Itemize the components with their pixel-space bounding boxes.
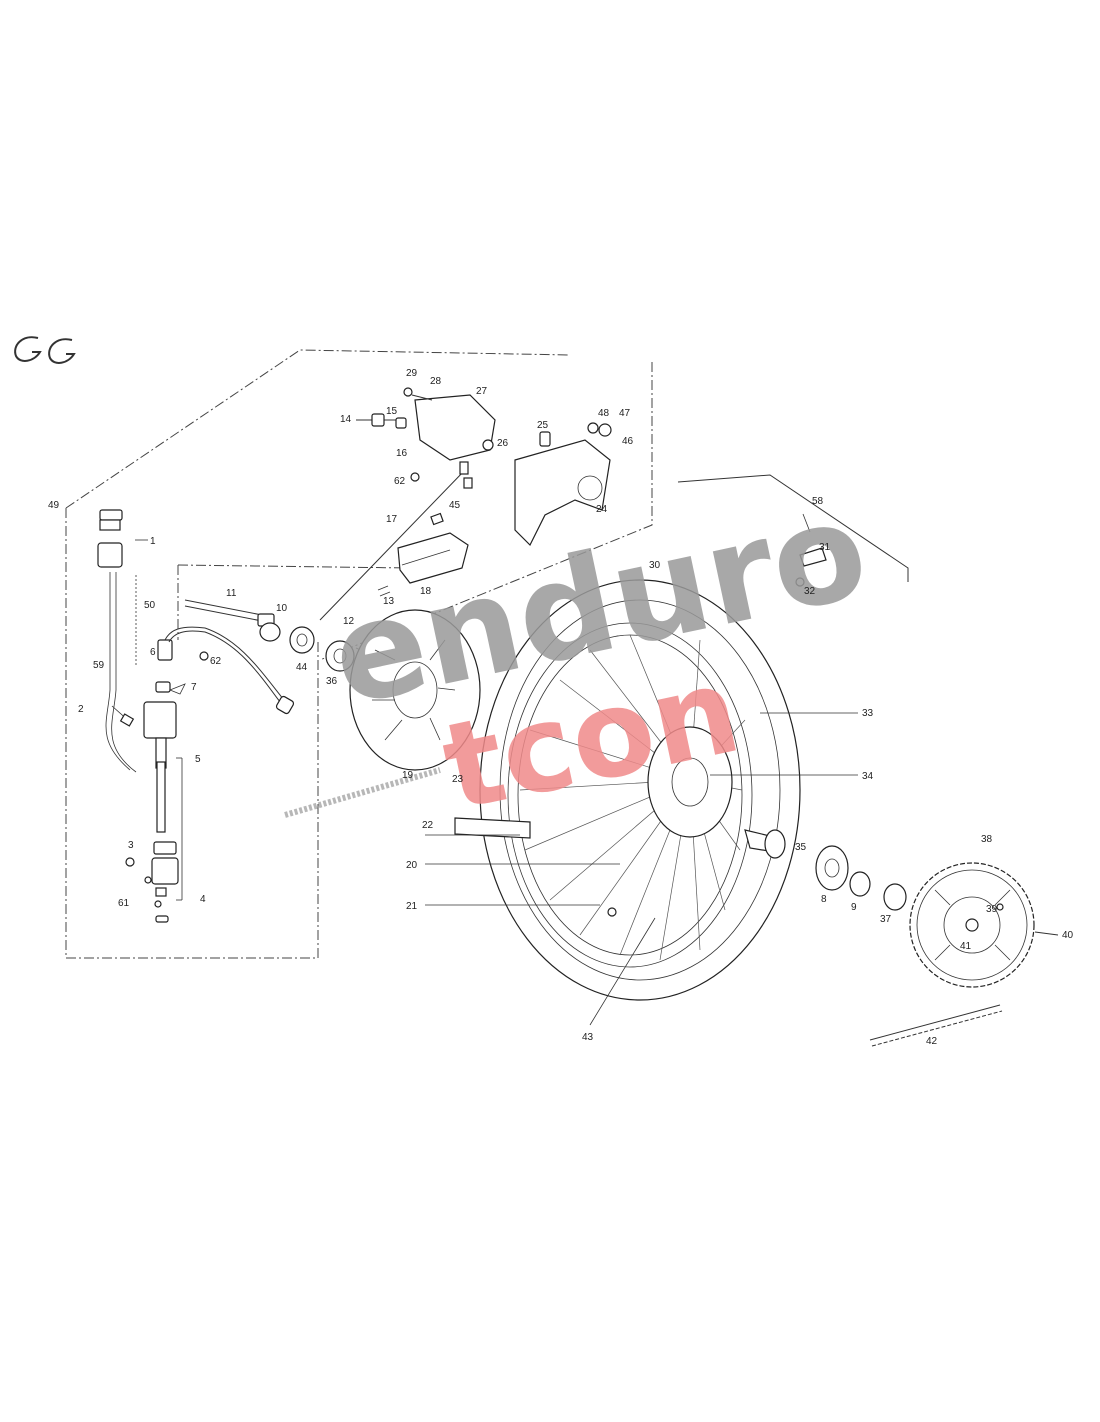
callout-45: 45 bbox=[449, 500, 461, 511]
rear-sprocket bbox=[909, 862, 1059, 988]
callout-37: 37 bbox=[880, 914, 892, 925]
callout-23: 23 bbox=[452, 774, 464, 785]
callout-27: 27 bbox=[476, 386, 488, 397]
callout-48: 48 bbox=[598, 408, 610, 419]
callout-36: 36 bbox=[326, 676, 338, 687]
brake-disc bbox=[349, 609, 481, 771]
reservoir-cap bbox=[99, 509, 123, 521]
callout-1: 1 bbox=[150, 536, 156, 547]
rim bbox=[507, 622, 753, 968]
rim-band bbox=[454, 817, 531, 839]
callout-28: 28 bbox=[430, 376, 442, 387]
callout-31: 31 bbox=[819, 542, 831, 553]
callout-46: 46 bbox=[622, 436, 634, 447]
callout-13: 13 bbox=[383, 596, 395, 607]
callout-labels: 49 1 50 59 6 7 62 2 5 3 4 61 11 10 44 36… bbox=[48, 368, 1074, 1047]
bearing bbox=[815, 845, 849, 891]
callout-7: 7 bbox=[191, 682, 197, 693]
tyre bbox=[479, 579, 801, 1001]
callout-29: 29 bbox=[406, 368, 418, 379]
caliper-body bbox=[414, 394, 496, 461]
callout-3: 3 bbox=[128, 840, 134, 851]
drive-chain bbox=[869, 1004, 1003, 1047]
callout-40: 40 bbox=[1062, 930, 1074, 941]
leader-lines bbox=[135, 513, 858, 1026]
callout-61: 61 bbox=[118, 898, 130, 909]
callout-41: 41 bbox=[960, 941, 972, 952]
brake-hose bbox=[155, 626, 295, 715]
callout-6: 6 bbox=[150, 647, 156, 658]
gg-logo bbox=[14, 336, 76, 364]
callout-34: 34 bbox=[862, 771, 874, 782]
callout-62a: 62 bbox=[210, 656, 222, 667]
callout-8: 8 bbox=[821, 894, 827, 905]
callout-14: 14 bbox=[340, 414, 352, 425]
callout-12: 12 bbox=[343, 616, 355, 627]
callout-15: 15 bbox=[386, 406, 398, 417]
callout-20: 20 bbox=[406, 860, 418, 871]
callout-17: 17 bbox=[386, 514, 398, 525]
callout-42: 42 bbox=[926, 1036, 938, 1047]
callout-49: 49 bbox=[48, 500, 60, 511]
callout-21: 21 bbox=[406, 901, 418, 912]
callout-32: 32 bbox=[804, 586, 816, 597]
hub bbox=[647, 726, 733, 838]
master-cylinder-body bbox=[143, 701, 177, 739]
callout-22: 22 bbox=[422, 820, 434, 831]
callout-16: 16 bbox=[396, 448, 408, 459]
callout-19: 19 bbox=[402, 770, 414, 781]
reservoir-hose bbox=[105, 572, 131, 771]
callout-44: 44 bbox=[296, 662, 308, 673]
callout-5: 5 bbox=[195, 754, 201, 765]
callout-30: 30 bbox=[649, 560, 661, 571]
callout-39: 39 bbox=[986, 904, 998, 915]
callout-25: 25 bbox=[537, 420, 549, 431]
callout-38: 38 bbox=[981, 834, 993, 845]
caliper-bracket bbox=[514, 422, 612, 547]
master-cylinder-assembly bbox=[97, 509, 179, 923]
callout-43: 43 bbox=[582, 1032, 594, 1043]
callout-50: 50 bbox=[144, 600, 156, 611]
sprocket-side-parts bbox=[744, 547, 907, 911]
callout-26: 26 bbox=[497, 438, 509, 449]
callout-35: 35 bbox=[795, 842, 807, 853]
callout-2: 2 bbox=[78, 704, 84, 715]
callout-47: 47 bbox=[619, 408, 631, 419]
brake-pads bbox=[397, 532, 469, 584]
callout-62b: 62 bbox=[394, 476, 406, 487]
callout-9: 9 bbox=[851, 902, 857, 913]
rear-wheel bbox=[454, 579, 801, 1001]
callout-10: 10 bbox=[276, 603, 288, 614]
callout-11: 11 bbox=[226, 588, 237, 599]
reservoir bbox=[97, 542, 123, 568]
callout-59: 59 bbox=[93, 660, 105, 671]
axle-parts bbox=[184, 599, 371, 672]
callout-4: 4 bbox=[200, 894, 206, 905]
callout-33: 33 bbox=[862, 708, 874, 719]
callout-24: 24 bbox=[596, 504, 608, 515]
clevis bbox=[151, 857, 179, 885]
callout-18: 18 bbox=[420, 586, 432, 597]
callout-58: 58 bbox=[812, 496, 824, 507]
brake-caliper-assembly bbox=[319, 387, 496, 621]
